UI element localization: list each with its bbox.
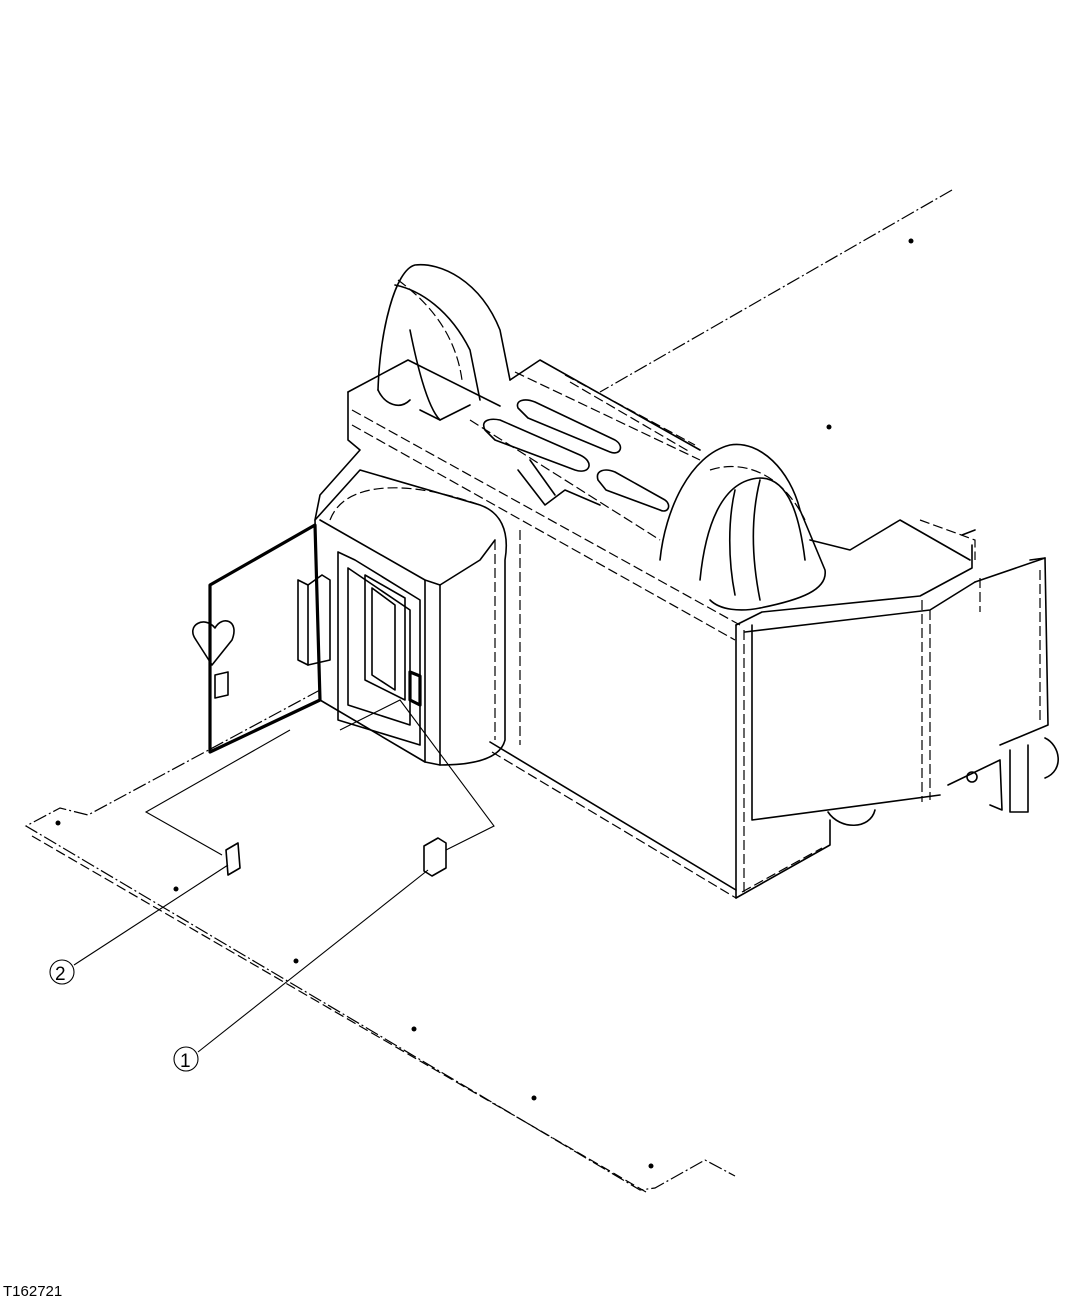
left-armrest bbox=[377, 263, 511, 421]
decal-2: 2 bbox=[49, 729, 291, 985]
console-body bbox=[314, 359, 1059, 899]
callout-1-label: 1 bbox=[180, 1051, 191, 1072]
callout-2-label: 2 bbox=[55, 964, 66, 985]
compartment-lid bbox=[192, 523, 322, 754]
center-tray bbox=[469, 359, 701, 541]
right-armrest bbox=[659, 443, 826, 611]
figure-reference-id: T162721 bbox=[3, 1283, 63, 1300]
floor-panel bbox=[24, 189, 953, 1193]
front-compartment bbox=[297, 469, 521, 766]
decal-1: 1 bbox=[173, 699, 495, 1072]
